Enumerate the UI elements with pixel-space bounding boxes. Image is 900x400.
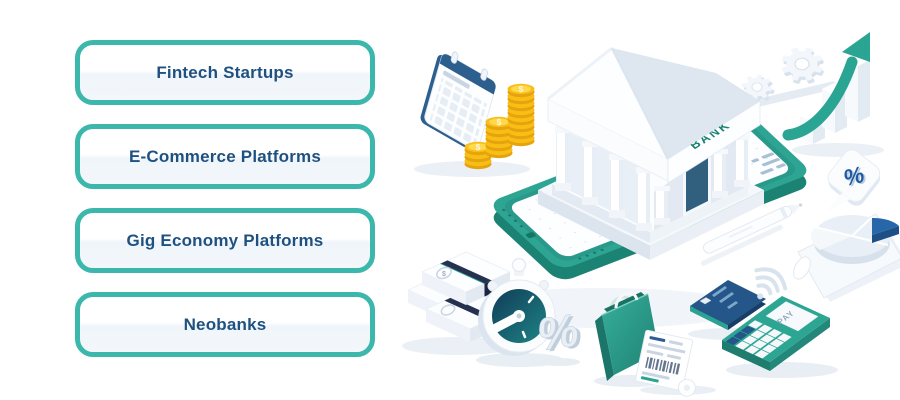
- stopwatch-icon: % %: [476, 257, 585, 367]
- category-label: Gig Economy Platforms: [126, 230, 324, 250]
- coin-stacks-icon: $ $ $: [464, 83, 535, 170]
- category-button-gig-economy-platforms[interactable]: Gig Economy Platforms: [75, 208, 375, 273]
- category-button-ecommerce-platforms[interactable]: E-Commerce Platforms: [75, 124, 375, 189]
- receipt-icon: [635, 329, 716, 397]
- dollar-symbol: $: [497, 117, 502, 127]
- bank-columns-right: [654, 135, 750, 225]
- pie-chart-icon: [793, 213, 900, 302]
- digital-banking-illustration: $ $ $: [402, 32, 900, 397]
- bezel-dots: [502, 208, 604, 260]
- percent-3d-shadow: %: [537, 305, 585, 362]
- calendar-icon: [414, 51, 530, 177]
- percent-3d: %: [534, 303, 582, 360]
- category-button-neobanks[interactable]: Neobanks: [75, 292, 375, 357]
- contactless-waves-icon: [754, 267, 788, 300]
- bank-building-icon: BANK: [535, 46, 764, 260]
- receipt-barcode: [645, 356, 681, 375]
- bank-columns-left: [555, 127, 652, 231]
- dollar-symbol: $: [519, 84, 524, 94]
- dollar-symbol: $: [476, 142, 481, 152]
- gears-icon: [739, 41, 837, 110]
- category-label: Neobanks: [183, 314, 267, 334]
- growth-arrow-chart-icon: [782, 32, 884, 157]
- category-menu: Fintech Startups E-Commerce Platforms Gi…: [75, 40, 375, 357]
- pos-terminal-icon: PAY: [722, 296, 838, 378]
- category-label: E-Commerce Platforms: [128, 146, 321, 166]
- category-button-fintech-startups[interactable]: Fintech Startups: [75, 40, 375, 105]
- dollar-symbol: $: [442, 271, 446, 278]
- percent-bubble-icon: % %: [827, 149, 881, 211]
- category-label: Fintech Startups: [156, 62, 294, 82]
- credit-card-icon: [688, 280, 772, 340]
- screen-text-dashes: [751, 152, 786, 175]
- bezel-button: [525, 232, 536, 239]
- stylus-pen-icon: [700, 203, 803, 266]
